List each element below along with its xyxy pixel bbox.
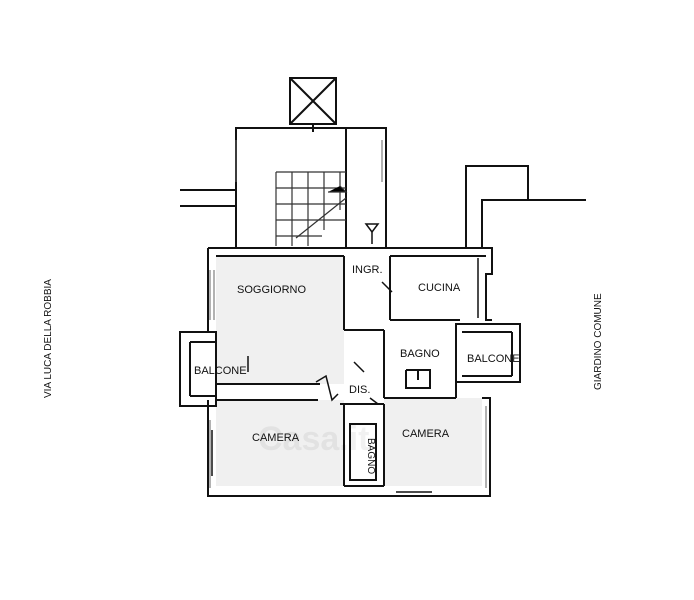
label-disimpegno: DIS. — [349, 384, 371, 396]
label-bagno-small: BAGNO — [365, 438, 376, 475]
stair-treads — [275, 171, 348, 246]
label-balcone-right: BALCONE — [467, 353, 520, 365]
label-balcone-left: BALCONE — [194, 365, 247, 377]
label-cucina: CUCINA — [418, 282, 461, 294]
watermark: Casa.it — [258, 420, 370, 458]
label-camera-left: CAMERA — [252, 432, 300, 444]
soggiorno-area — [216, 256, 344, 384]
label-camera-right: CAMERA — [402, 428, 450, 440]
stair-core — [235, 127, 387, 249]
label-bagno-main: BAGNO — [400, 348, 440, 360]
door-marks — [211, 223, 479, 493]
balcone-left-box — [179, 331, 217, 407]
balcone-right-box — [455, 323, 521, 383]
camera-left-area — [216, 400, 344, 486]
windows — [209, 140, 487, 488]
camera-right-area — [384, 398, 482, 486]
walls — [179, 77, 586, 497]
label-ingresso: INGR. — [352, 264, 383, 276]
street-label-left: VIA LUCA DELLA ROBBIA — [43, 279, 54, 398]
label-soggiorno: SOGGIORNO — [237, 284, 307, 296]
street-label-right: GIARDINO COMUNE — [593, 293, 604, 390]
room-fills — [216, 256, 482, 486]
